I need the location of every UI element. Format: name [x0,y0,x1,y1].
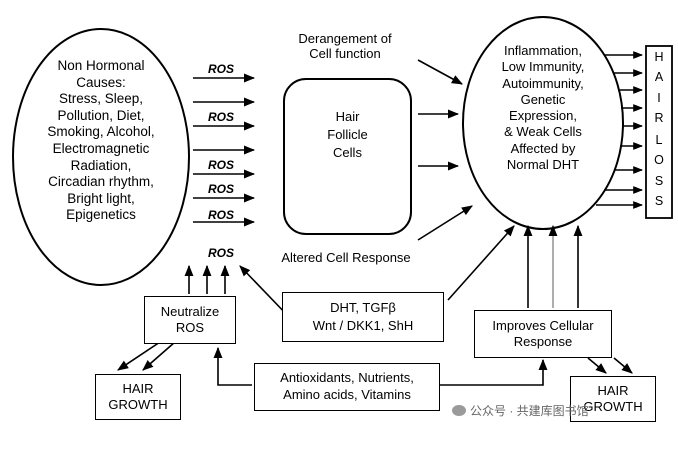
derangement-arrow [417,59,463,85]
antioxidants-to-improves-arrow [440,358,548,386]
hair-loss-letter: S [654,174,664,188]
hair-loss-letter: O [654,153,664,167]
effects-line: Autoimmunity, [502,75,584,91]
growth-left-arrow-2 [142,341,176,371]
causes-line: Smoking, Alcohol, [47,124,155,140]
derangement-line: Cell function [309,46,381,62]
derangement-line: Derangement of [298,31,392,46]
hair-follicle-line: Cells [333,145,362,161]
hair-growth-line: GROWTH [108,397,168,412]
growth-right-arrow-2 [613,357,633,374]
ros-label: ROS [208,208,235,222]
hair-loss-label: H A I R L O S S [646,46,672,218]
causes-line: Pollution, Diet, [57,107,145,123]
antioxidants-box: Antioxidants, Nutrients, Amino acids, Vi… [254,363,440,411]
derangement-label: Derangement of Cell function [270,31,420,62]
effects-line: Low Immunity, [501,59,585,75]
dht-to-ellipse-arrow [447,225,515,301]
causes-ellipse [12,28,190,286]
ros-label: ROS [208,182,235,196]
causes-line: Causes: [76,74,126,90]
hair-growth-line: GROWTH [583,399,643,414]
dht-to-ros-arrow [239,265,291,319]
dht-line: Wnt / DKK1, ShH [312,318,414,333]
wechat-icon [452,405,466,416]
causes-line: Bright light, [67,190,135,206]
ros-label: ROS [208,158,235,172]
neutralize-line: Neutralize [160,304,220,320]
hair-growth-right-box: HAIR GROWTH [570,376,656,422]
causes-line: Circadian rhythm, [48,174,154,190]
growth-left-arrow-1 [117,341,161,371]
effects-line: Genetic [520,91,566,107]
effects-ellipse [462,16,624,230]
hair-follicle-box [283,78,412,235]
effects-line: Expression, [509,108,577,123]
growth-right-arrow-1 [587,357,607,374]
effects-line: Inflammation, [503,43,583,58]
causes-line: Non Hormonal [57,58,145,73]
hair-follicle-label: Hair Follicle Cells [284,108,411,163]
effects-line: & Weak Cells [504,124,582,140]
ros-label: ROS [208,246,235,260]
improves-line: Response [513,334,573,349]
effects-line: Affected by [510,140,576,156]
neutralize-ros-box: Neutralize ROS [144,296,236,344]
hair-loss-letter: R [654,111,664,125]
antioxidants-to-neutralize-arrow [213,346,252,386]
improves-response-box: Improves Cellular Response [474,310,612,358]
ros-label: ROS [208,62,235,76]
altered-response-label: Altered Cell Response [281,250,411,265]
hair-growth-line: HAIR [597,383,629,399]
hair-loss-box [645,45,673,219]
antioxidants-line: Amino acids, Vitamins [283,387,411,402]
improves-line: Improves Cellular [492,318,594,334]
hair-loss-letter: I [657,91,661,105]
effects-text: Inflammation, Low Immunity, Autoimmunity… [476,43,610,173]
hair-growth-left-box: HAIR GROWTH [95,374,181,420]
causes-line: Radiation, [70,157,132,173]
neutralize-line: ROS [175,320,205,335]
hair-loss-letter: S [654,194,664,208]
watermark-text: 公众号 · 共建库图书馆 [470,404,589,418]
hair-follicle-line: Hair [335,109,360,124]
watermark: 公众号 · 共建库图书馆 [452,402,589,419]
dht-box: DHT, TGFβ Wnt / DKK1, ShH [282,292,444,342]
ros-label: ROS [208,110,235,124]
altered-arrow [417,205,473,241]
hair-loss-letter: L [655,133,663,147]
causes-line: Electromagnetic [52,140,150,156]
causes-line: Epigenetics [66,207,136,223]
hair-growth-line: HAIR [122,381,154,397]
hair-follicle-line: Follicle [327,127,368,143]
causes-text: Non Hormonal Causes: Stress, Sleep, Poll… [26,58,176,224]
hair-loss-letter: H [654,50,664,64]
antioxidants-line: Antioxidants, Nutrients, [280,370,414,386]
causes-line: Stress, Sleep, [58,91,144,107]
dht-line: DHT, TGFβ [330,300,396,316]
hair-loss-letter: A [654,70,664,84]
effects-line: Normal DHT [506,156,580,172]
